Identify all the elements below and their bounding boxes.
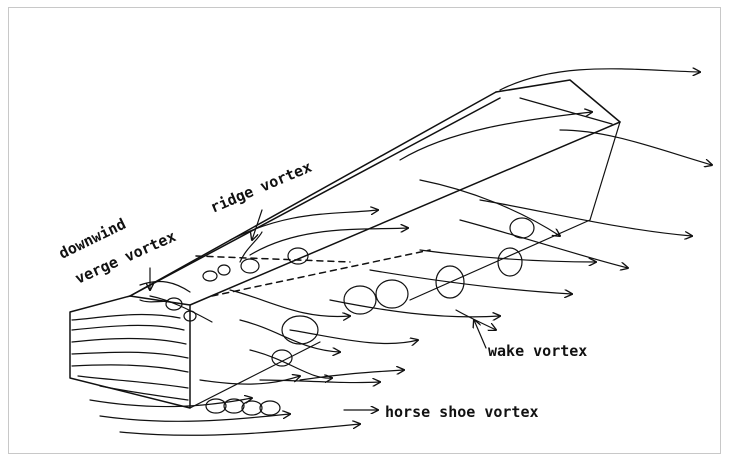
label-horse-shoe-vortex: horse shoe vortex	[385, 403, 539, 421]
wake-vortex-loops	[196, 218, 534, 366]
windward-face-streamlines	[72, 300, 188, 400]
horse-shoe-vortex-loops	[206, 399, 280, 415]
label-ridge-vortex: ridge vortex	[208, 158, 315, 217]
label-wake-vortex: wake vortex	[488, 342, 587, 360]
